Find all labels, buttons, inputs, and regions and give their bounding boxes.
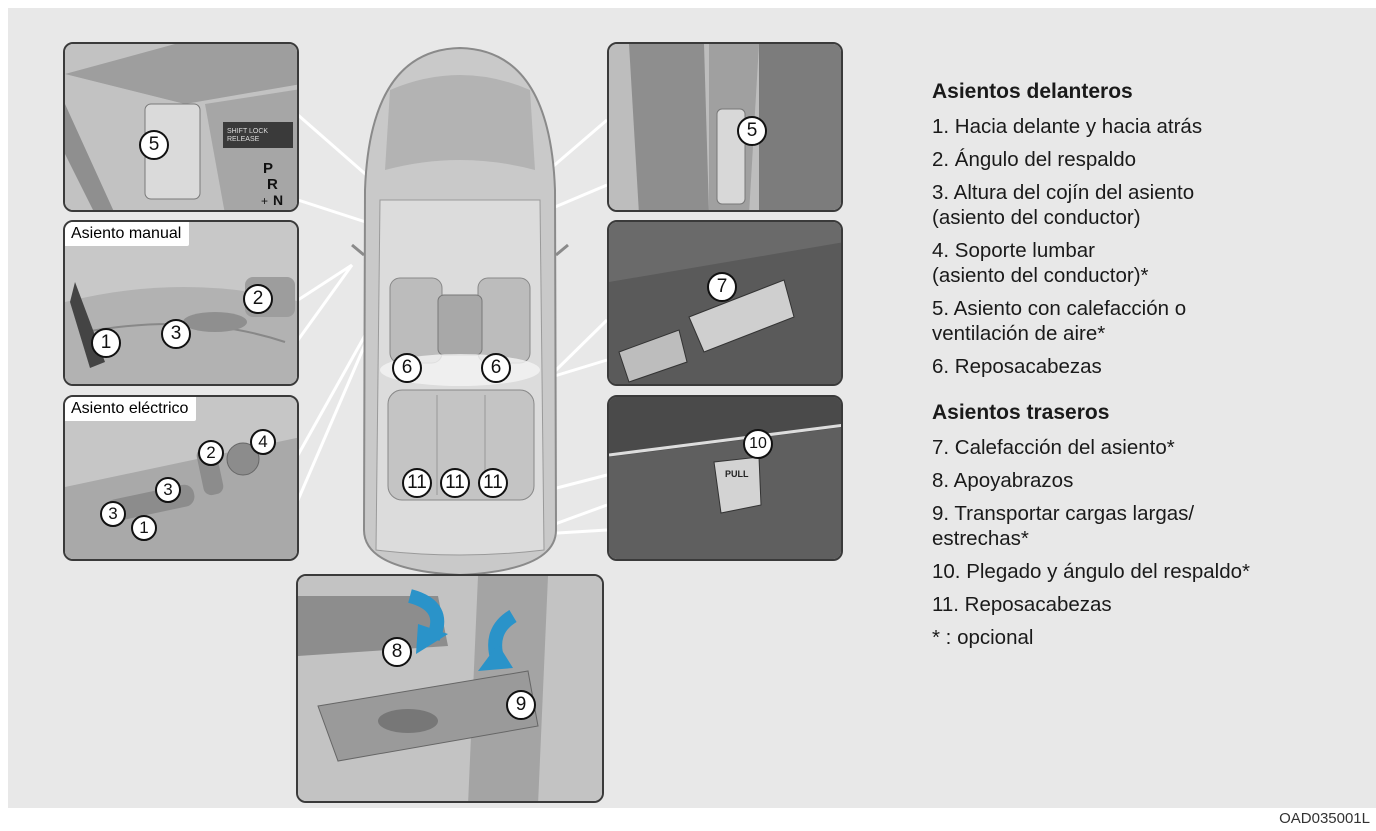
shift-lock-release-label: SHIFT LOCK RELEASE (227, 128, 289, 144)
legend-front-item: 3. Altura del cojín del asiento (asiento… (932, 180, 1372, 230)
power-seat-tag: Asiento eléctrico (65, 397, 196, 421)
legend-rear-item: 11. Reposacabezas (932, 592, 1372, 617)
callout-11-right: 11 (478, 468, 508, 498)
legend-front-item: 2. Ángulo del respaldo (932, 147, 1372, 172)
legend-front-title: Asientos delanteros (932, 80, 1372, 104)
trunk-lever-illustration (609, 397, 843, 561)
legend-rear-item: 8. Apoyabrazos (932, 468, 1372, 493)
legend-front-item: 6. Reposacabezas (932, 354, 1372, 379)
manual-seat-tag: Asiento manual (65, 222, 189, 246)
panel-manual-seat: Asiento manual 1 2 3 (63, 220, 299, 386)
callout-11-center: 11 (440, 468, 470, 498)
callout-3-power-lower: 3 (100, 501, 126, 527)
callout-5-console-right: 5 (737, 116, 767, 146)
legend-rear-title: Asientos traseros (932, 401, 1372, 425)
legend-front-list: 1. Hacia delante y hacia atrás 2. Ángulo… (932, 114, 1372, 379)
callout-2-manual: 2 (243, 284, 273, 314)
car-top-view (330, 30, 590, 590)
gear-r-label: R (267, 176, 278, 193)
gear-p-label: P (263, 160, 273, 177)
legend-rear-item: 9. Transportar cargas largas/ estrechas* (932, 501, 1372, 551)
legend-rear-item: 7. Calefacción del asiento* (932, 435, 1372, 460)
legend-footnote: * : opcional (932, 625, 1372, 650)
callout-1-manual: 1 (91, 328, 121, 358)
gear-plus-label: + (261, 194, 268, 208)
legend-rear-item: 10. Plegado y ángulo del respaldo* (932, 559, 1372, 584)
figure-code: OAD035001L (1279, 810, 1370, 827)
panel-console-left: SHIFT LOCK RELEASE P R N + 5 (63, 42, 299, 212)
power-seat-illustration (65, 397, 299, 561)
gear-n-label: N (273, 192, 283, 208)
callout-1-power: 1 (131, 515, 157, 541)
legend-front-item: 5. Asiento con calefacción o ventilación… (932, 296, 1372, 346)
callout-6-left: 6 (392, 353, 422, 383)
callout-11-left: 11 (402, 468, 432, 498)
panel-trunk-lever: PULL 10 (607, 395, 843, 561)
legend-front-item: 1. Hacia delante y hacia atrás (932, 114, 1372, 139)
callout-4-power: 4 (250, 429, 276, 455)
callout-3-power-upper: 3 (155, 477, 181, 503)
callout-3-manual: 3 (161, 319, 191, 349)
callout-6-right: 6 (481, 353, 511, 383)
legend-rear-list: 7. Calefacción del asiento* 8. Apoyabraz… (932, 435, 1372, 650)
callout-2-power: 2 (198, 440, 224, 466)
callout-5-console-left: 5 (139, 130, 169, 160)
callout-10-trunk: 10 (743, 429, 773, 459)
trunk-pull-label: PULL (725, 469, 749, 479)
rear-armrest-illustration (298, 576, 604, 803)
console-right-illustration (609, 44, 843, 212)
callout-9-passthrough: 9 (506, 690, 536, 720)
panel-rear-armrest: 8 9 (296, 574, 604, 803)
panel-console-right: 5 (607, 42, 843, 212)
panel-power-seat: Asiento eléctrico 1 2 3 3 4 (63, 395, 299, 561)
panel-door-switch: 7 (607, 220, 843, 386)
callout-7-door: 7 (707, 272, 737, 302)
callout-8-armrest: 8 (382, 637, 412, 667)
legend: Asientos delanteros 1. Hacia delante y h… (932, 80, 1372, 658)
door-switch-illustration (609, 222, 843, 386)
legend-front-item: 4. Soporte lumbar (asiento del conductor… (932, 238, 1372, 288)
